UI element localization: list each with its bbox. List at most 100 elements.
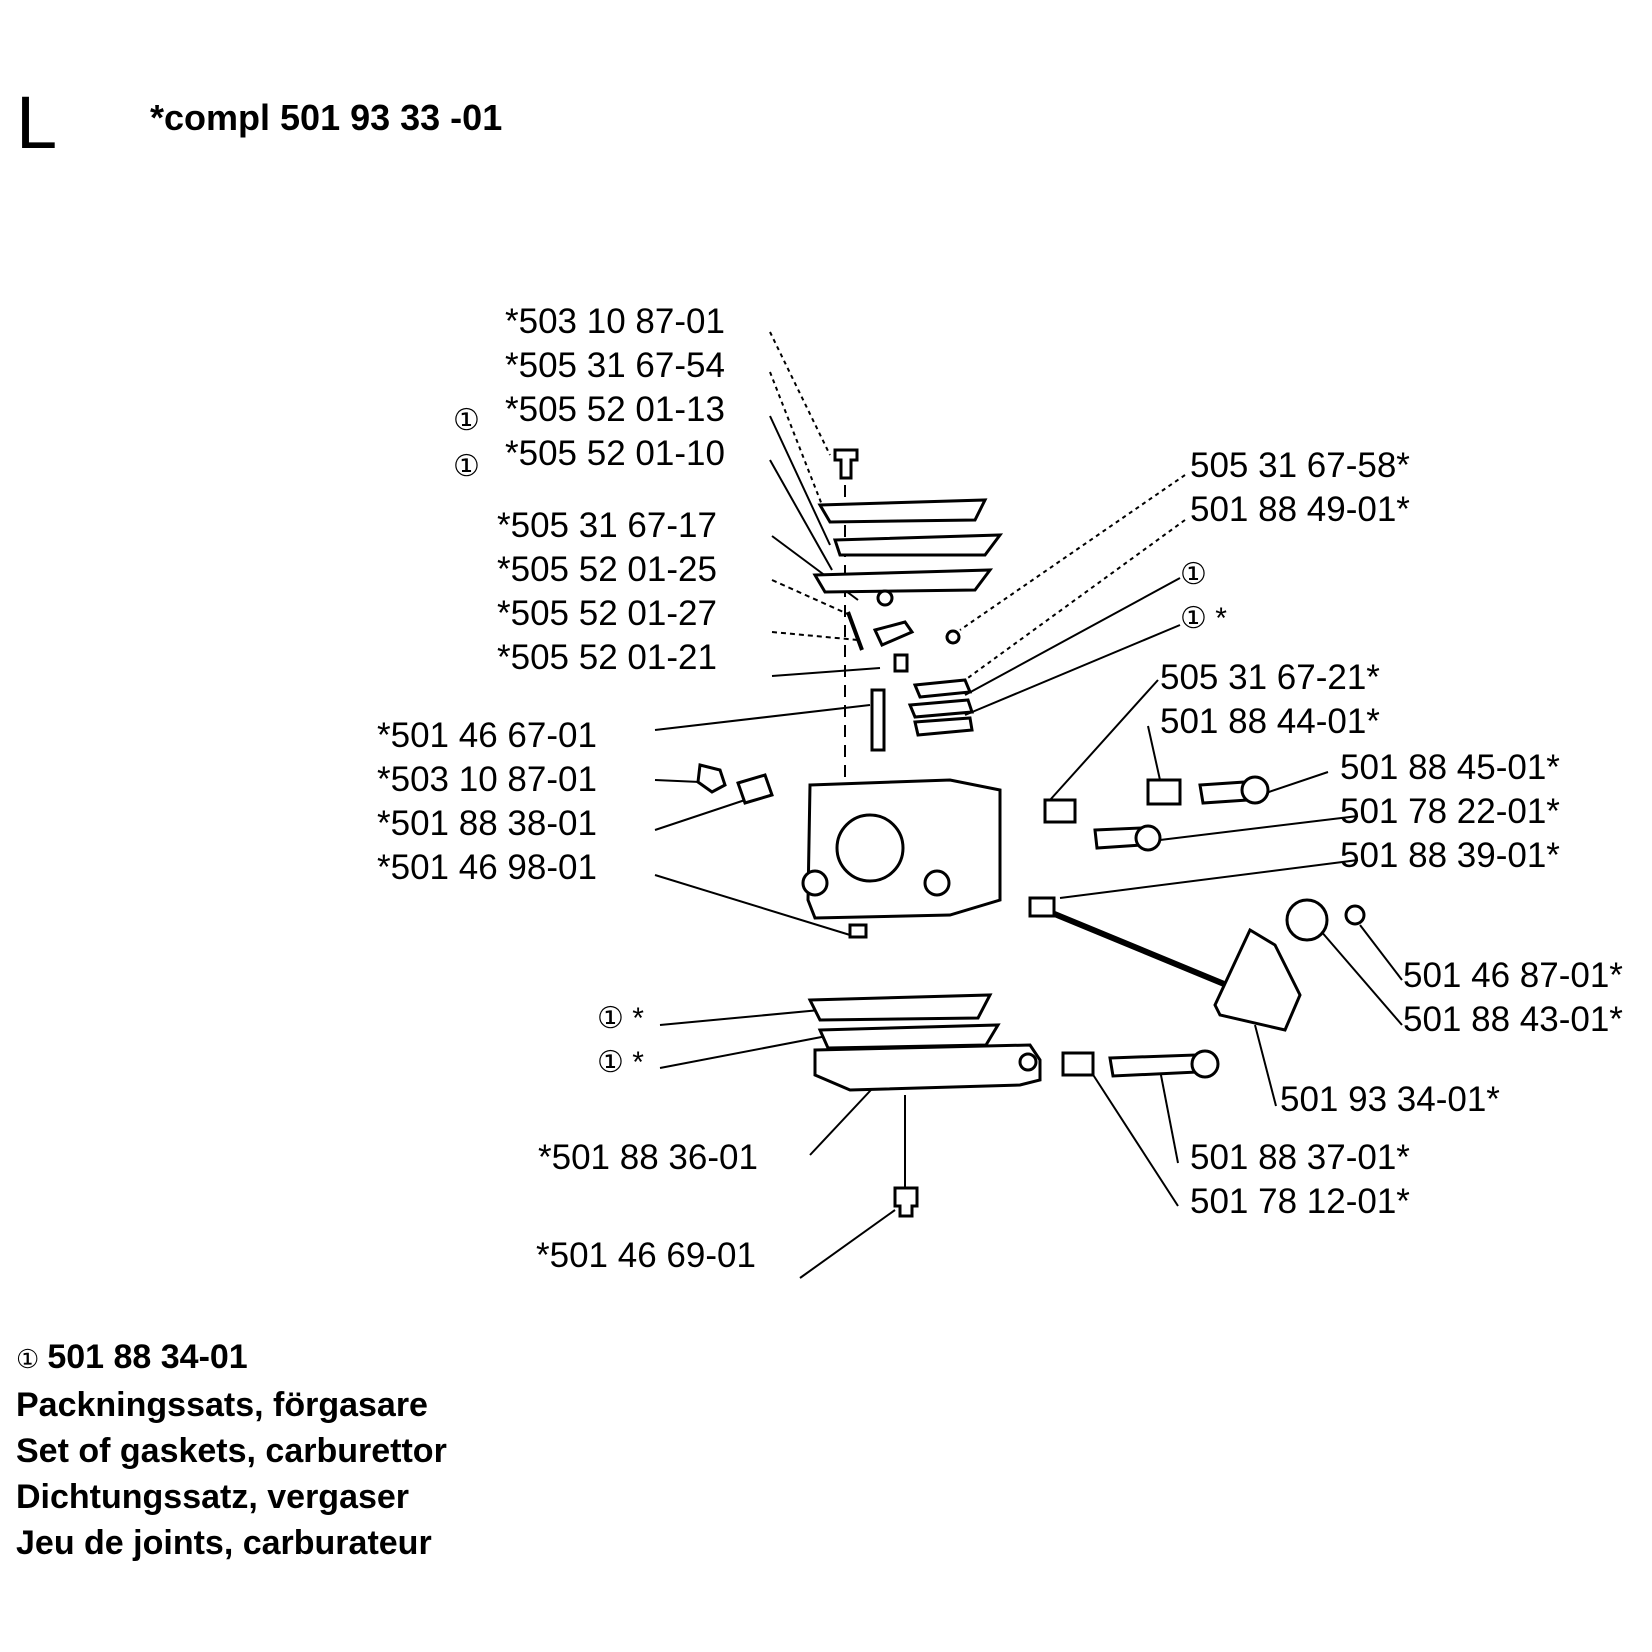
gasket-part	[832, 533, 1004, 557]
part-number-label: *503 10 87-01	[505, 302, 725, 341]
leader-line	[1159, 1069, 1179, 1164]
pump-cover	[813, 1043, 1042, 1092]
part-number-label: *501 46 67-01	[377, 716, 597, 755]
legend-desc-swedish: Packningssats, förgasare	[16, 1386, 428, 1424]
part-number-label: *505 31 67-54	[505, 346, 725, 385]
part-number-label: *505 52 01-21	[497, 638, 717, 677]
leader-line	[1359, 924, 1403, 981]
legend-desc-german: Dichtungssatz, vergaser	[16, 1478, 410, 1516]
legend-kit-number: 501 88 34-01	[47, 1338, 248, 1376]
leader-line	[1059, 859, 1359, 899]
leader-line	[1049, 679, 1159, 801]
venturi-bore	[835, 813, 905, 883]
leader-line	[654, 874, 851, 936]
leader-line	[659, 1009, 821, 1026]
mount-hole	[1018, 1052, 1038, 1072]
spring-part	[1043, 798, 1077, 824]
spring-part	[1146, 778, 1182, 806]
leader-line	[1089, 1069, 1179, 1207]
part-number-label: *501 46 98-01	[377, 848, 597, 887]
part-number-label: *505 31 67-17	[497, 506, 717, 545]
leader-line	[964, 519, 1186, 681]
part-number-label: *501 88 36-01	[538, 1138, 758, 1177]
gasket-part	[817, 1023, 1001, 1050]
part-number-label: *505 52 01-13	[505, 390, 725, 429]
leader-line	[1259, 771, 1329, 796]
leader-line	[654, 779, 701, 783]
part-number-label: 501 46 87-01*	[1403, 956, 1623, 995]
part-number-label: 501 78 22-01*	[1340, 792, 1560, 831]
leader-line	[1319, 929, 1403, 1026]
screw-part	[945, 629, 961, 645]
part-number-label: 501 88 39-01*	[1340, 836, 1560, 875]
complete-kit-number: *compl 501 93 33 -01	[150, 97, 503, 138]
part-number-label: 501 88 49-01*	[1190, 490, 1410, 529]
leader-line	[659, 1034, 833, 1069]
screw-part	[833, 448, 859, 480]
part-number-label: *505 52 01-27	[497, 594, 717, 633]
needle-part	[870, 688, 886, 752]
part-number-label: *501 88 38-01	[377, 804, 597, 843]
kit-marker: ①	[453, 404, 480, 437]
leader-line	[1159, 815, 1359, 841]
leader-line	[964, 624, 1181, 716]
spring-part	[1028, 896, 1056, 918]
part-number-label: *505 52 01-10	[505, 434, 725, 473]
part-number-label: *503 10 87-01	[377, 760, 597, 799]
leader-line	[771, 667, 881, 677]
throttle-disc	[1285, 898, 1329, 942]
gasket-part	[912, 678, 973, 699]
leader-line	[769, 415, 831, 546]
leader-line	[654, 704, 871, 731]
mount-hole	[923, 869, 951, 897]
screw-head	[1344, 904, 1366, 926]
gasket-part	[817, 498, 988, 524]
part-number-label: 501 78 12-01*	[1190, 1182, 1410, 1221]
screw-part	[848, 923, 868, 939]
screw-head	[1190, 1049, 1220, 1079]
pin-part	[846, 611, 864, 651]
ball-part	[876, 589, 894, 607]
kit-marker: ① *	[597, 1002, 644, 1035]
lever-part	[872, 620, 915, 647]
screw-part	[893, 653, 909, 673]
kit-marker: ①	[1180, 558, 1207, 591]
kit-marker: ① *	[597, 1046, 644, 1079]
part-number-label: 501 88 45-01*	[1340, 748, 1560, 787]
kit-marker: ①	[453, 450, 480, 483]
section-letter: L	[16, 81, 58, 164]
mount-hole	[801, 869, 829, 897]
part-number-label: 501 88 43-01*	[1403, 1000, 1623, 1039]
spring-part	[1061, 1051, 1095, 1077]
lever-part	[736, 773, 774, 805]
leader-line	[769, 331, 831, 456]
gasket-part	[913, 716, 974, 737]
leader-line	[1254, 1024, 1277, 1107]
leader-line	[769, 459, 833, 571]
kit-marker: ①	[16, 1344, 40, 1374]
leader-line	[959, 474, 1186, 631]
part-number-label: *505 52 01-25	[497, 550, 717, 589]
leader-line	[769, 371, 823, 506]
throttle-lever	[1213, 927, 1302, 1032]
part-number-label: 505 31 67-21*	[1160, 658, 1380, 697]
part-number-label: 501 93 34-01*	[1280, 1080, 1500, 1119]
gasket-part	[907, 698, 975, 719]
screw-part	[696, 763, 727, 794]
legend-desc-english: Set of gaskets, carburettor	[16, 1432, 447, 1470]
screw-head	[1240, 775, 1270, 805]
leader-line	[654, 794, 761, 831]
leader-line	[964, 577, 1181, 696]
screw-head	[1134, 824, 1162, 852]
part-number-label: *501 46 69-01	[536, 1236, 756, 1275]
screw-part	[893, 1186, 919, 1218]
part-number-label: 501 88 44-01*	[1160, 702, 1380, 741]
leader-line	[1147, 725, 1161, 781]
adjust-screw	[1108, 1053, 1200, 1078]
part-number-label: 501 88 37-01*	[1190, 1138, 1410, 1177]
leader-line	[799, 1209, 896, 1279]
